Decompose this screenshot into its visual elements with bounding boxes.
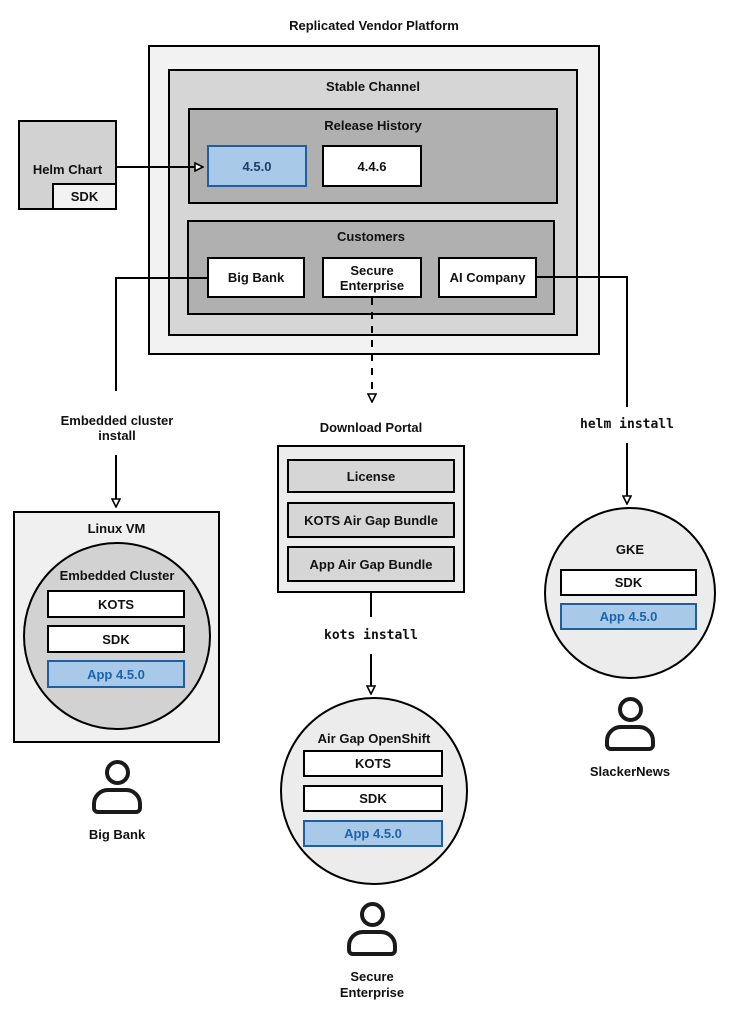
airgap-openshift-label: Air Gap OpenShift	[317, 731, 431, 746]
ec-sdk-box: SDK	[47, 625, 185, 653]
airgap-sdk-box: SDK	[303, 785, 443, 812]
linux-vm-box: Linux VM Embedded Cluster KOTS SDK App 4…	[13, 511, 220, 743]
customers-box: Customers Big Bank Secure Enterprise AI …	[187, 220, 555, 315]
person-head-icon	[359, 902, 385, 927]
persona-big-bank-label: Big Bank	[88, 827, 146, 842]
ec-kots-box: KOTS	[47, 590, 185, 618]
customer-secure-enterprise-box: Secure Enterprise	[322, 257, 422, 298]
portal-license-box: License	[287, 459, 455, 493]
helm-sdk-box: SDK	[52, 183, 117, 210]
ec-app-box: App 4.5.0	[47, 660, 185, 688]
linux-vm-label: Linux VM	[87, 521, 146, 536]
download-portal-box: License KOTS Air Gap Bundle App Air Gap …	[277, 445, 465, 593]
persona-slackernews: SlackerNews	[570, 697, 690, 780]
stable-channel-label: Stable Channel	[326, 79, 420, 94]
release-450-box: 4.5.0	[207, 145, 307, 187]
helm-chart-label: Helm Chart	[32, 162, 103, 177]
customer-ai-company-box: AI Company	[438, 257, 537, 298]
airgap-openshift-circle: Air Gap OpenShift KOTS SDK App 4.5.0	[280, 697, 468, 885]
person-head-icon	[104, 760, 130, 785]
platform-box: Stable Channel Release History 4.5.0 4.4…	[148, 45, 600, 355]
release-history-box: Release History 4.5.0 4.4.6	[188, 108, 558, 204]
person-head-icon	[617, 697, 643, 722]
person-icon	[605, 697, 655, 751]
person-icon	[347, 902, 397, 956]
download-portal-label: Download Portal	[319, 420, 423, 435]
kots-install-label: kots install	[324, 628, 418, 643]
release-history-label: Release History	[324, 118, 422, 133]
person-body-icon	[605, 725, 655, 751]
person-body-icon	[92, 788, 142, 814]
airgap-kots-box: KOTS	[303, 750, 443, 777]
portal-kots-bundle-box: KOTS Air Gap Bundle	[287, 502, 455, 538]
airgap-app-box: App 4.5.0	[303, 820, 443, 847]
customers-label: Customers	[337, 229, 405, 244]
customer-big-bank-box: Big Bank	[207, 257, 305, 298]
persona-secure-enterprise-label: Secure Enterprise	[339, 969, 405, 1000]
embedded-cluster-label: Embedded Cluster	[59, 568, 175, 583]
persona-slackernews-label: SlackerNews	[589, 764, 671, 779]
gke-sdk-box: SDK	[560, 569, 697, 596]
stable-channel-box: Stable Channel Release History 4.5.0 4.4…	[168, 69, 578, 336]
gke-circle: GKE SDK App 4.5.0	[544, 507, 716, 679]
portal-app-bundle-box: App Air Gap Bundle	[287, 546, 455, 582]
diagram-title: Replicated Vendor Platform	[289, 18, 459, 33]
gke-label: GKE	[615, 542, 645, 557]
helm-install-label: helm install	[580, 417, 674, 432]
person-icon	[92, 760, 142, 814]
person-body-icon	[347, 930, 397, 956]
release-446-box: 4.4.6	[322, 145, 422, 187]
embedded-install-label: Embedded cluster install	[60, 413, 174, 443]
gke-app-box: App 4.5.0	[560, 603, 697, 630]
embedded-cluster-circle: Embedded Cluster KOTS SDK App 4.5.0	[23, 542, 211, 730]
persona-secure-enterprise: Secure Enterprise	[312, 902, 432, 1001]
persona-big-bank: Big Bank	[57, 760, 177, 843]
